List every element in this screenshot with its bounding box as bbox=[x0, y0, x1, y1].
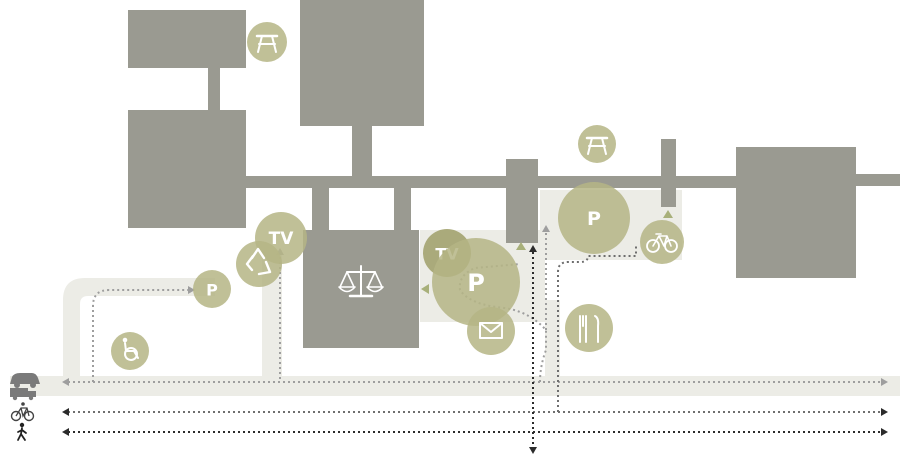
parking-icon: P bbox=[558, 182, 630, 254]
car-route-left-branch-arrow bbox=[188, 286, 195, 294]
bike-route-arrow-right bbox=[881, 408, 888, 416]
car-route-plaza-spur-arrow bbox=[542, 225, 550, 232]
bicycle-icon bbox=[640, 220, 684, 264]
pedestrian-icon bbox=[17, 422, 27, 441]
building-northwest bbox=[128, 10, 246, 68]
service-icons: TV P TV P bbox=[111, 22, 684, 370]
parking-icon: P bbox=[432, 238, 520, 326]
mail-icon bbox=[467, 307, 515, 355]
building-west bbox=[128, 110, 246, 228]
picnic-table-icon bbox=[578, 125, 616, 163]
left-access-road bbox=[63, 278, 215, 385]
svg-text:P: P bbox=[587, 208, 601, 230]
building-north-center bbox=[300, 0, 424, 126]
courthouse-scales-icon bbox=[338, 265, 384, 298]
entrance-marker-tower bbox=[516, 242, 526, 250]
link-east bbox=[856, 174, 900, 186]
svg-text:P: P bbox=[467, 269, 485, 297]
buildings bbox=[128, 0, 900, 348]
building-east bbox=[736, 147, 856, 278]
bicycle-icon bbox=[10, 402, 35, 422]
link-northwest bbox=[208, 66, 220, 112]
car-route-arrow-right bbox=[881, 378, 888, 386]
walk-route-vertical-arrow-up bbox=[529, 245, 537, 252]
walk-route-arrow-right bbox=[881, 428, 888, 436]
main-road bbox=[10, 376, 900, 396]
picnic-table-icon bbox=[247, 22, 287, 62]
legend bbox=[10, 373, 40, 441]
svg-text:P: P bbox=[206, 281, 218, 300]
entrance-marker-east bbox=[663, 210, 673, 218]
car-route-left-branch bbox=[92, 289, 188, 382]
link-north-center bbox=[352, 124, 372, 176]
tower-center bbox=[506, 159, 538, 243]
walk-route-arrow-left bbox=[62, 428, 69, 436]
east-access-road bbox=[545, 300, 560, 385]
recycling-icon bbox=[236, 241, 282, 287]
disabled-access-icon bbox=[111, 332, 149, 370]
walk-route-vertical-arrow-down bbox=[529, 447, 537, 454]
small-tower-east bbox=[661, 139, 676, 207]
parking-icon: P bbox=[193, 270, 231, 308]
connector-west-b bbox=[394, 186, 411, 232]
car-icon bbox=[10, 373, 40, 388]
restroom-icon bbox=[565, 304, 613, 352]
svg-text:TV: TV bbox=[269, 229, 295, 249]
truck-icon bbox=[10, 388, 36, 401]
bike-route-arrow-left bbox=[62, 408, 69, 416]
connector-west-a bbox=[312, 186, 329, 232]
entrance-marker-courthouse bbox=[421, 284, 429, 294]
car-route-inner-loop bbox=[268, 255, 281, 383]
car-route-arrow-left bbox=[62, 378, 69, 386]
main-corridor bbox=[246, 176, 736, 188]
